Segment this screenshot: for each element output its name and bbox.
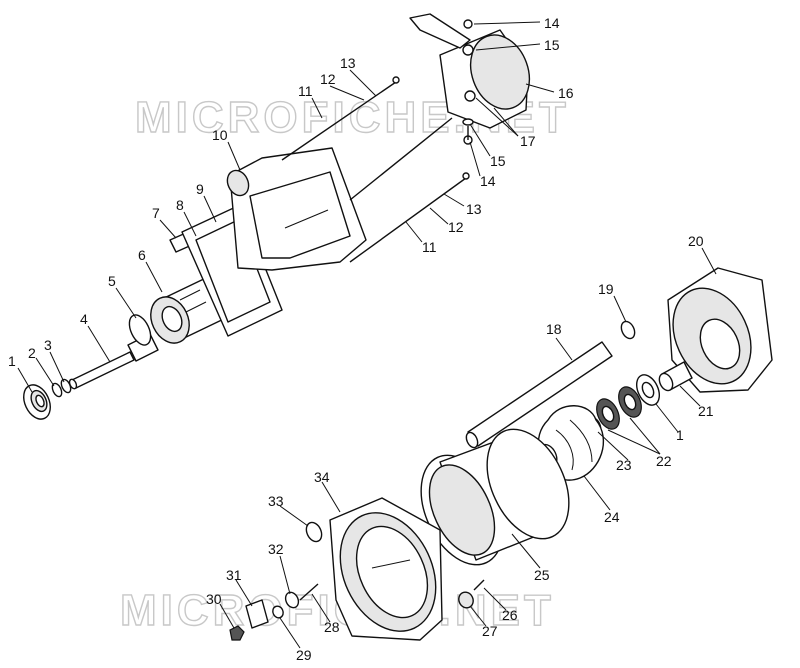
callout-31: 31 [226, 567, 242, 583]
callout-16: 16 [558, 85, 574, 101]
leader-lines [17, 21, 717, 649]
callout-3: 3 [44, 337, 52, 353]
part-adapter-plate [181, 204, 283, 337]
part-bearing-housing [150, 275, 231, 344]
callout-13-lower: 13 [466, 201, 482, 217]
callout-27: 27 [482, 623, 498, 639]
part-stud-upper-2 [349, 117, 453, 201]
part-bearing-1-right [635, 374, 661, 406]
callout-28: 28 [324, 619, 340, 635]
callout-18: 18 [546, 321, 562, 337]
callout-24: 24 [604, 509, 620, 525]
callout-22: 22 [656, 453, 672, 469]
callout-32: 32 [268, 541, 284, 557]
callout-10: 10 [212, 127, 228, 143]
callout-2: 2 [28, 345, 36, 361]
part-pump-case [329, 497, 443, 641]
callout-29: 29 [296, 647, 312, 663]
callout-8: 8 [176, 197, 184, 213]
part-nozzle-housing [409, 13, 531, 129]
part-impeller-shaft [465, 341, 613, 449]
callout-30: 30 [206, 591, 222, 607]
part-oil-seal-left [23, 384, 51, 420]
part-stud-upper-1 [281, 76, 400, 161]
part-o-ring-33 [305, 521, 323, 543]
callout-21: 21 [698, 403, 714, 419]
part-wear-ring-liner [420, 428, 570, 566]
part-screw-26 [473, 579, 485, 591]
callout-12-upper: 12 [320, 71, 336, 87]
callout-33: 33 [268, 493, 284, 509]
callout-11-upper: 11 [298, 83, 313, 99]
callout-9: 9 [196, 181, 204, 197]
part-washer-32 [284, 591, 300, 609]
callout-14-upper: 14 [544, 15, 560, 31]
part-bolt-28 [299, 583, 319, 601]
callout-13-upper: 13 [340, 55, 356, 71]
callout-15-lower: 15 [490, 153, 506, 169]
part-ring-5 [128, 314, 152, 346]
part-bearings-22 [596, 386, 642, 430]
callout-7: 7 [152, 205, 160, 221]
callout-17: 17 [520, 133, 536, 149]
callout-5: 5 [108, 273, 116, 289]
callout-25: 25 [534, 567, 550, 583]
callout-1-left: 1 [8, 353, 16, 369]
callout-11-lower: 11 [422, 239, 437, 255]
part-stud-lower [349, 172, 470, 263]
callout-15-upper: 15 [544, 37, 560, 53]
part-cap-21 [658, 361, 693, 392]
callout-1-right: 1 [676, 427, 684, 443]
part-plate-31 [245, 599, 269, 629]
part-cap-27 [458, 591, 474, 609]
part-bolt-14-top [463, 19, 473, 29]
callout-6: 6 [138, 247, 146, 263]
part-venturi-housing [667, 267, 773, 393]
callout-4: 4 [80, 311, 88, 327]
part-o-ring-19 [620, 320, 636, 340]
callout-12-lower: 12 [448, 219, 464, 235]
callout-23: 23 [616, 457, 632, 473]
part-washer-29 [272, 605, 284, 619]
part-nut-30 [229, 625, 245, 641]
part-washer-15-bottom [462, 118, 474, 126]
callout-20: 20 [688, 233, 704, 249]
callout-26: 26 [502, 607, 518, 623]
callout-14-lower: 14 [480, 173, 496, 189]
callout-34: 34 [314, 469, 330, 485]
part-pump-housing [226, 147, 367, 271]
callout-19: 19 [598, 281, 614, 297]
